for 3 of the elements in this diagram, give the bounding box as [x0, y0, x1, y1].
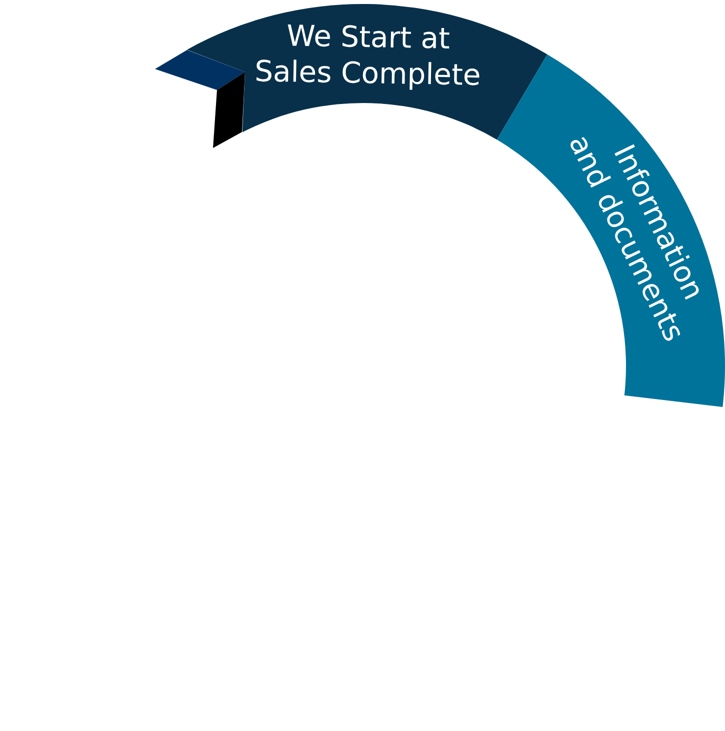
arc-segment: [186, 4, 548, 140]
segment-label: We Start at Sales Complete: [254, 18, 482, 94]
arc-segment: [496, 54, 725, 407]
